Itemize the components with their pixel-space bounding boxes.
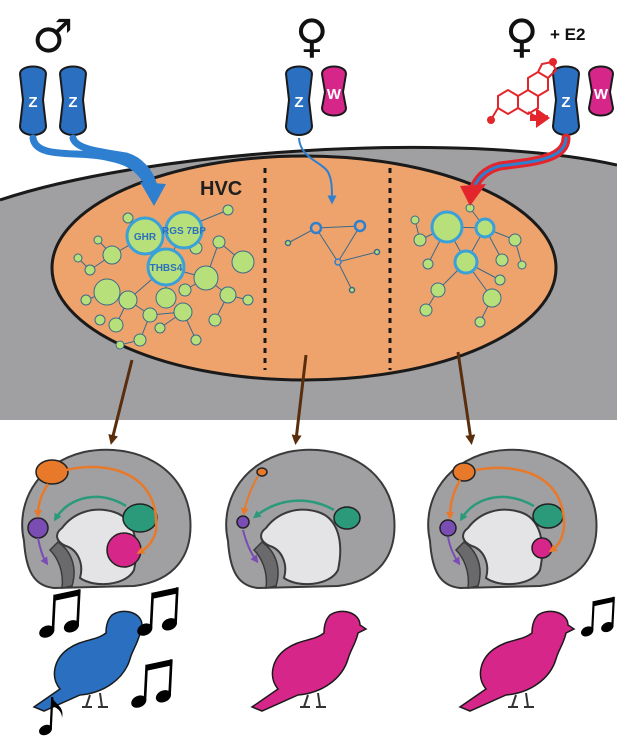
gene-node-rgs7bp: [164, 210, 204, 250]
gene-label-rgs7bp: RGS 7BP: [162, 226, 206, 237]
z-chromosome-label: Z: [561, 94, 570, 111]
female-symbol: ♀: [295, 9, 329, 63]
music-note-icon: [38, 587, 82, 642]
female-song-circuit: [225, 448, 396, 589]
w-chromosome-label: W: [594, 86, 609, 103]
female-e2-gene-network: [410, 203, 527, 328]
hvc-label: HVC: [200, 178, 242, 200]
male-chromosomes: Z Z: [18, 65, 88, 136]
music-note-icon: [580, 595, 616, 640]
female-e2-bird-icon: [458, 610, 576, 713]
female-e2-arrow-head: [460, 184, 486, 206]
gene-node-ghr: [125, 216, 165, 256]
estradiol-molecule: [487, 58, 558, 124]
male-symbol: ♂: [32, 9, 73, 63]
gene-label-thbs4: THBS4: [150, 263, 183, 274]
estradiol-arrow: [530, 108, 550, 128]
male-expression-arrow: [29, 134, 158, 192]
z-chromosome-label: Z: [294, 94, 303, 111]
female-expression-arrow: [298, 137, 337, 205]
female-e2-song-circuit: [427, 448, 598, 589]
e2-treatment-label: + E2: [550, 25, 585, 44]
female-chromosomes: Z W: [284, 65, 348, 136]
z-chromosome-label: Z: [68, 94, 77, 111]
female-gene-network: [284, 219, 381, 294]
female-e2-chromosomes: Z W: [551, 65, 615, 136]
male-arrow-head: [140, 182, 166, 206]
female-e2-symbol: ♀: [505, 9, 539, 63]
hvc-to-circuit-arrows: [108, 351, 476, 445]
male-song-circuit: [21, 448, 192, 589]
gene-label-ghr: GHR: [134, 232, 157, 243]
music-note-icon: [136, 585, 180, 640]
w-chromosome-label: W: [327, 86, 342, 103]
z-chromosome-label: Z: [28, 94, 37, 111]
male-gene-network: GHR RGS 7BP THBS4: [73, 204, 255, 350]
female-bird-icon: [250, 610, 368, 713]
gene-node-thbs4: [146, 247, 186, 287]
female-e2-expression-arrow: [467, 133, 571, 197]
music-note-icon: [130, 657, 174, 712]
